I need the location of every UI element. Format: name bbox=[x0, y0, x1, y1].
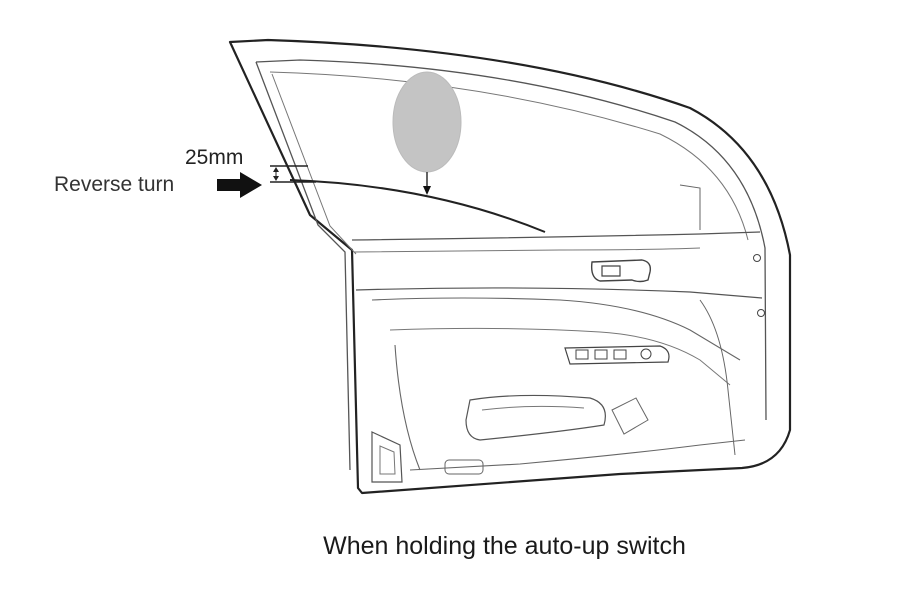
a-pillar-edge bbox=[255, 61, 351, 471]
mirror-corner bbox=[371, 431, 403, 483]
belt-line-lower bbox=[353, 247, 701, 253]
door-pocket-inner bbox=[481, 405, 585, 411]
belt-line bbox=[351, 231, 761, 241]
dimension-arrow-up bbox=[273, 167, 279, 172]
diagram-caption: When holding the auto-up switch bbox=[323, 532, 686, 560]
dimension-arrow-down bbox=[273, 176, 279, 181]
rear-bolt-2 bbox=[757, 309, 765, 317]
mirror-corner-inner bbox=[379, 445, 396, 475]
door-handle-inner bbox=[601, 265, 621, 277]
switch-3 bbox=[613, 349, 627, 360]
door-handle bbox=[590, 259, 652, 283]
switch-panel bbox=[564, 345, 670, 365]
speaker-grille bbox=[611, 397, 649, 435]
switch-2 bbox=[594, 349, 608, 360]
lower-vent bbox=[444, 459, 484, 475]
obstacle bbox=[392, 71, 462, 173]
reverse-turn-arrow bbox=[217, 172, 262, 198]
window-glass-edge bbox=[289, 179, 546, 233]
a-pillar-edge-inner bbox=[271, 73, 357, 255]
switch-4 bbox=[640, 348, 652, 360]
armrest-curve bbox=[389, 327, 731, 386]
obstacle-arrowhead bbox=[423, 186, 431, 195]
rear-bolt-1 bbox=[753, 254, 761, 262]
door-pocket bbox=[465, 394, 606, 441]
upper-trim bbox=[355, 287, 763, 299]
lower-panel bbox=[394, 344, 746, 471]
switch-1 bbox=[575, 349, 589, 360]
door-outline bbox=[228, 38, 792, 495]
reverse-turn-label: Reverse turn bbox=[54, 173, 175, 196]
window-frame bbox=[255, 59, 767, 421]
armrest-panel bbox=[371, 297, 741, 361]
dimension-label: 25mm bbox=[185, 146, 244, 169]
window-frame-inner bbox=[269, 71, 749, 241]
rear-edge bbox=[679, 184, 736, 456]
